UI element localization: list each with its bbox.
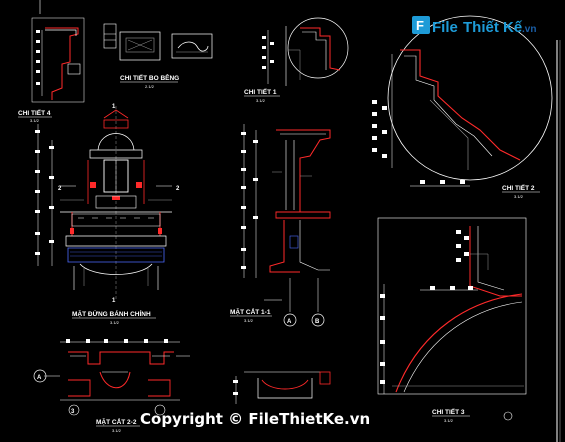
chi-tiet-2-scale: 3.1/2: [514, 194, 524, 199]
axis-1-bottom: 1: [112, 298, 116, 304]
detail-1-circle: [262, 17, 349, 86]
detail-small-scale: 2.1/2: [145, 84, 155, 89]
elevation-drawing: 1 1: [35, 104, 180, 304]
site-logo[interactable]: F File Thiết Kế .vn: [412, 16, 536, 36]
chi-tiet-left-scale: 3.1/2: [30, 118, 40, 123]
detail-top-left: [31, 17, 85, 103]
elevation-scale: 3.1/2: [110, 320, 120, 325]
copyright-watermark: Copyright © FileThietKe.vn: [140, 410, 370, 428]
axis-3-section22: 3: [71, 409, 75, 415]
axis-1-top: 1: [112, 104, 116, 110]
logo-brand-part2: Thiết Kế: [463, 19, 523, 36]
detail-bo-beng: [103, 23, 213, 61]
axis-2-left: 2: [58, 186, 62, 192]
section-bottom-center: [233, 371, 331, 404]
detail-2-large: [372, 15, 553, 187]
axis-B-section11: B: [315, 319, 320, 325]
chi-tiet-1-scale: 3.1/2: [256, 98, 266, 103]
svg-text:F: F: [416, 18, 424, 33]
section-2-2-drawing: A 3: [33, 339, 190, 416]
chi-tiet-3-label: CHI TIẾT 3: [432, 406, 465, 416]
elevation-label: MẶT ĐỨNG BÁNH CHÍNH: [72, 309, 151, 318]
detail-3-drawing: [377, 217, 527, 395]
axis-A-section22: A: [37, 375, 42, 381]
section-22-scale: 3.1/2: [112, 428, 122, 433]
chi-tiet-2-label: CHI TIẾT 2: [502, 182, 535, 192]
chi-tiet-left-label: CHI TIẾT 4: [18, 107, 51, 117]
section-11-scale: 3.1/2: [244, 318, 254, 323]
axis-A-section11: A: [287, 319, 292, 325]
chi-tiet-1-label: CHI TIẾT 1: [244, 86, 277, 96]
logo-suffix: .vn: [522, 24, 536, 35]
logo-brand-part1: File: [432, 19, 458, 36]
logo-mark-icon: [412, 16, 430, 34]
section-11-label: MẶT CẮT 1-1: [230, 307, 271, 316]
chi-tiet-3-scale: 3.1/2: [444, 418, 454, 423]
detail-small-label: CHI TIẾT BO BÊNG: [120, 72, 179, 82]
section-1-1-drawing: A B: [241, 124, 331, 327]
section-22-label: MẶT CẮT 2-2: [96, 417, 137, 426]
axis-2-right: 2: [176, 186, 180, 192]
